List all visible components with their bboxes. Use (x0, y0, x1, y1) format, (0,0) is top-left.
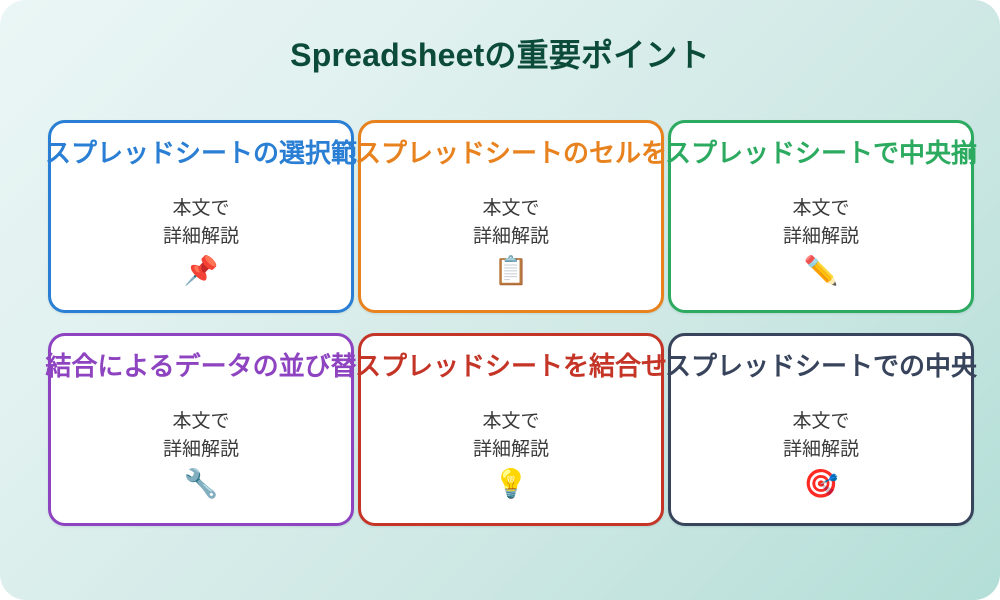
card-6-title: スプレッドシートでの中央 (664, 351, 978, 381)
card-4-body: 本文で 詳細解説 (162, 411, 239, 460)
card-4-title: 結合によるデータの並び替 (45, 351, 357, 381)
card-2[interactable]: スプレッドシートのセルを 本文で 詳細解説 📋 (354, 120, 668, 313)
card-1-body: 本文で 詳細解説 (162, 198, 239, 247)
card-2-title: スプレッドシートのセルを (354, 138, 668, 168)
wrench-icon: 🔧 (183, 467, 219, 500)
card-5-body: 本文で 詳細解説 (472, 411, 549, 460)
clipboard-icon: 📋 (493, 254, 529, 287)
card-3[interactable]: スプレッドシートで中央揃 本文で 詳細解説 ✏️ (664, 120, 978, 313)
card-6-body: 本文で 詳細解説 (782, 411, 859, 460)
page-title: Spreadsheetの重要ポイント (290, 37, 710, 73)
card-5[interactable]: スプレッドシートを結合せ 本文で 詳細解説 💡 (354, 333, 668, 526)
card-5-title: スプレッドシートを結合せ (354, 351, 668, 381)
card-3-title: スプレッドシートで中央揃 (664, 138, 978, 168)
card-1[interactable]: スプレッドシートの選択範 本文で 詳細解説 📌 (44, 120, 358, 313)
target-icon: 🎯 (803, 467, 839, 500)
card-4[interactable]: 結合によるデータの並び替 本文で 詳細解説 🔧 (45, 333, 357, 526)
card-2-body: 本文で 詳細解説 (472, 198, 549, 247)
card-3-body: 本文で 詳細解説 (782, 198, 859, 247)
pencil-icon: ✏️ (803, 254, 839, 287)
pushpin-icon: 📌 (183, 254, 219, 287)
card-6[interactable]: スプレッドシートでの中央 本文で 詳細解説 🎯 (664, 333, 978, 526)
card-grid: スプレッドシートの選択範 本文で 詳細解説 📌 スプレッドシートのセルを 本文で… (44, 120, 978, 526)
lightbulb-icon: 💡 (493, 467, 529, 500)
card-1-title: スプレッドシートの選択範 (44, 138, 358, 168)
